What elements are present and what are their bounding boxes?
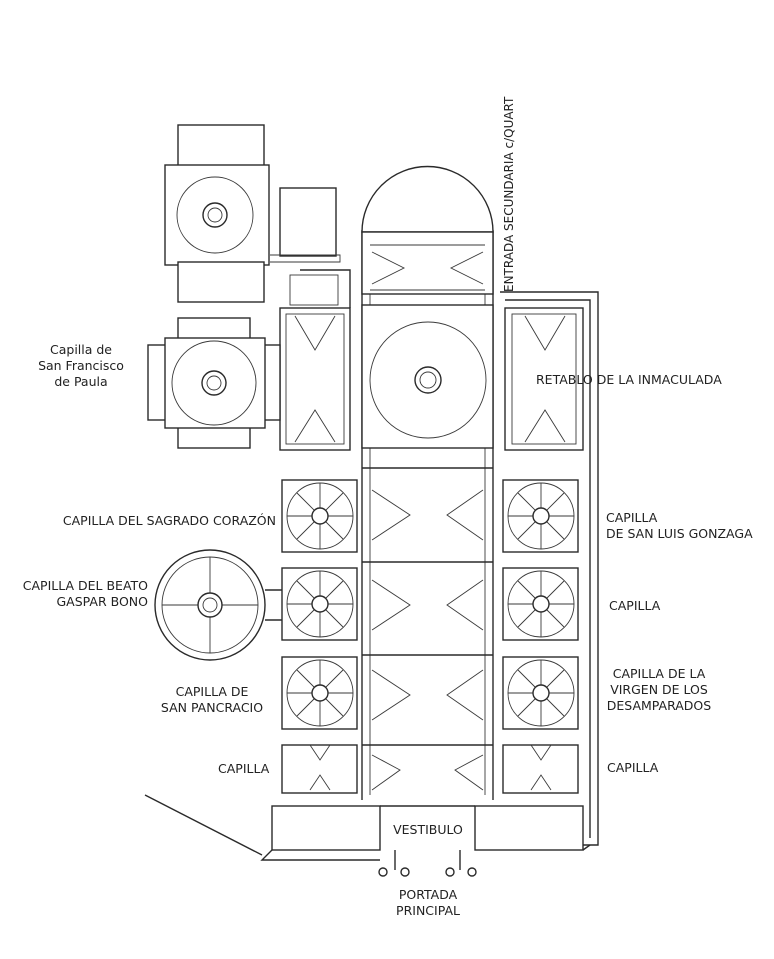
label-line: de Paula	[54, 374, 108, 389]
label-capilla-izquierda-4: CAPILLA	[218, 761, 270, 776]
label-line: CAPILLA DE LA	[612, 666, 706, 681]
label-line: CAPILLA DE	[175, 684, 249, 699]
label-portada-principal: PORTADA PRINCIPAL	[378, 887, 478, 919]
label-line: CAPILLA	[606, 510, 658, 525]
transept-right	[504, 307, 584, 451]
label-capilla-derecha-4: CAPILLA	[607, 760, 659, 775]
label-capilla-beato: CAPILLA DEL BEATO GASPAR BONO	[10, 578, 148, 610]
label-line: DESAMPARADOS	[606, 698, 712, 713]
vestibule	[144, 794, 591, 877]
label-line: Capilla de	[50, 342, 112, 357]
nave-bays	[362, 467, 493, 791]
side-chapels-left	[281, 479, 358, 794]
label-capilla-sagrado-corazon: CAPILLA DEL SAGRADO CORAZÓN	[62, 513, 276, 528]
crossing-dome	[361, 304, 494, 449]
label-line: PORTADA	[398, 887, 458, 902]
label-capilla-san-luis: CAPILLA DE SAN LUIS GONZAGA	[606, 510, 753, 542]
label-vestibulo: VESTIBULO	[386, 822, 470, 838]
label-capilla-san-pancracio: CAPILLA DE SAN PANCRACIO	[152, 684, 272, 716]
label-capilla-san-francisco: Capilla de San Francisco de Paula	[22, 342, 140, 390]
label-line: VIRGEN DE LOS	[610, 682, 708, 697]
label-entrada-secundaria: ENTRADA SECUNDARIA c/QUART	[502, 96, 516, 292]
label-retablo-inmaculada: RETABLO DE LA INMACULADA	[536, 372, 722, 387]
upper-left-chapel	[164, 124, 351, 308]
transept-left	[279, 307, 351, 451]
label-line: GASPAR BONO	[56, 594, 148, 609]
label-line: PRINCIPAL	[396, 903, 460, 918]
label-line: DE SAN LUIS GONZAGA	[606, 526, 753, 541]
label-line: San Francisco	[38, 358, 124, 373]
chapel-san-francisco	[147, 317, 281, 449]
chapel-beato-gaspar-bono	[154, 549, 282, 661]
label-capilla-virgen: CAPILLA DE LA VIRGEN DE LOS DESAMPARADOS	[596, 666, 722, 714]
label-line: SAN PANCRACIO	[160, 700, 264, 715]
apse	[361, 165, 494, 295]
label-capilla-derecha-2: CAPILLA	[609, 598, 661, 613]
side-chapels-right	[502, 479, 579, 794]
label-line: CAPILLA DEL BEATO	[22, 578, 148, 593]
